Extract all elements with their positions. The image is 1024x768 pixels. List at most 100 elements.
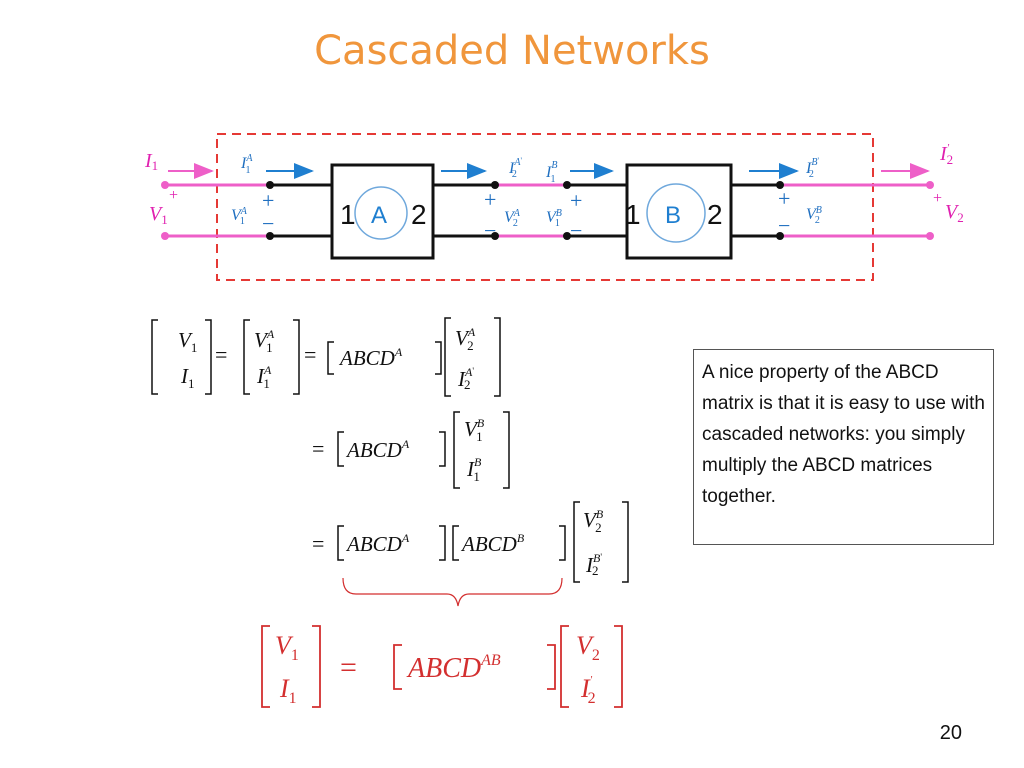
label-i2a: IA'2 bbox=[508, 156, 522, 180]
node-b1-top bbox=[563, 181, 571, 189]
node-b1-bottom bbox=[563, 232, 571, 240]
svg-text:V1: V1 bbox=[178, 328, 197, 355]
svg-text:VB2: VB2 bbox=[583, 507, 604, 535]
label-v1-plus: + bbox=[169, 187, 178, 204]
svg-text:ABCDA: ABCDA bbox=[345, 437, 410, 462]
input-bottom-terminal bbox=[161, 232, 169, 240]
outer-labels: I1 + V1 I'2 + V2 bbox=[144, 142, 964, 227]
bracket bbox=[393, 644, 402, 690]
callout-box: A nice property of the ABCD matrix is th… bbox=[693, 349, 994, 545]
label-v2: V2 bbox=[945, 201, 964, 225]
bracket bbox=[293, 319, 300, 395]
bracket bbox=[261, 625, 270, 708]
bracket bbox=[547, 644, 556, 690]
bracket bbox=[243, 319, 250, 395]
bracket bbox=[573, 501, 580, 583]
node-b2-bottom bbox=[776, 232, 784, 240]
node-a2-top bbox=[491, 181, 499, 189]
svg-text:VA2: VA2 bbox=[455, 325, 476, 353]
page-number: 20 bbox=[939, 722, 962, 744]
svg-text:=: = bbox=[312, 531, 324, 556]
output-top-terminal bbox=[926, 181, 934, 189]
network-b-label: B bbox=[665, 202, 681, 229]
bracket bbox=[494, 317, 501, 397]
label-i1: I1 bbox=[144, 150, 158, 173]
svg-text:I1: I1 bbox=[279, 674, 297, 707]
svg-text:I'2: I'2 bbox=[580, 674, 596, 707]
label-v2-plus: + bbox=[933, 190, 942, 207]
network-b-port-1: 1 bbox=[625, 199, 641, 230]
slide-title: Cascaded Networks bbox=[314, 28, 710, 74]
input-top-terminal bbox=[161, 181, 169, 189]
bracket bbox=[435, 341, 442, 375]
bracket bbox=[337, 525, 344, 561]
bracket bbox=[444, 317, 451, 397]
bracket bbox=[439, 525, 446, 561]
bracket bbox=[559, 525, 566, 561]
bracket bbox=[614, 625, 623, 708]
svg-text:IB1: IB1 bbox=[466, 455, 482, 484]
bracket bbox=[453, 411, 460, 489]
node-a1-bottom bbox=[266, 232, 274, 240]
equation-final: V1 I1 = ABCDAB V2 I'2 bbox=[261, 625, 623, 708]
label-v2a-plus: + bbox=[484, 187, 496, 212]
svg-text:V1: V1 bbox=[275, 631, 299, 664]
label-v1b-plus: + bbox=[570, 188, 582, 213]
network-a-label: A bbox=[371, 202, 387, 229]
svg-text:IA'2: IA'2 bbox=[457, 365, 474, 392]
bracket bbox=[312, 625, 321, 708]
label-v1: V1 bbox=[149, 203, 168, 227]
svg-text:ABCDB: ABCDB bbox=[460, 531, 525, 556]
bracket bbox=[327, 341, 334, 375]
svg-text:=: = bbox=[312, 436, 324, 461]
label-v2b-minus: − bbox=[778, 213, 790, 238]
node-a2-bottom bbox=[491, 232, 499, 240]
dashed-boundary bbox=[216, 133, 874, 281]
node-b2-top bbox=[776, 181, 784, 189]
svg-text:=: = bbox=[215, 342, 227, 367]
svg-text:ABCDA: ABCDA bbox=[345, 531, 410, 556]
svg-text:ABCDAB: ABCDAB bbox=[406, 652, 501, 684]
label-v1a-plus: + bbox=[262, 188, 274, 213]
label-v2a-minus: − bbox=[484, 218, 496, 243]
label-v1a-minus: − bbox=[262, 211, 274, 236]
bracket bbox=[337, 431, 344, 467]
bracket bbox=[151, 319, 158, 395]
svg-text:I1: I1 bbox=[180, 364, 195, 391]
svg-text:IA1: IA1 bbox=[256, 363, 272, 391]
label-i2b: IB'2 bbox=[805, 156, 819, 180]
underbrace bbox=[342, 577, 563, 607]
label-i2-prime: I'2 bbox=[939, 142, 953, 167]
svg-text:VB1: VB1 bbox=[464, 416, 485, 444]
bracket bbox=[503, 411, 510, 489]
svg-text:IB'2: IB'2 bbox=[585, 551, 602, 578]
svg-text:ABCDA: ABCDA bbox=[338, 345, 403, 370]
label-v2b-plus: + bbox=[778, 186, 790, 211]
bracket bbox=[205, 319, 212, 395]
bracket bbox=[439, 431, 446, 467]
network-a-port-2: 2 bbox=[411, 199, 427, 230]
svg-text:V2: V2 bbox=[576, 631, 600, 664]
bracket bbox=[452, 525, 459, 561]
network-b-port-2: 2 bbox=[707, 199, 723, 230]
bracket bbox=[560, 625, 569, 708]
network-a-port-1: 1 bbox=[340, 199, 356, 230]
svg-text:=: = bbox=[304, 342, 316, 367]
output-bottom-terminal bbox=[926, 232, 934, 240]
label-v1b-minus: − bbox=[570, 218, 582, 243]
network-a-circle bbox=[354, 186, 408, 240]
network-b-circle bbox=[646, 183, 706, 243]
node-a1-top bbox=[266, 181, 274, 189]
svg-text:=: = bbox=[340, 651, 357, 684]
